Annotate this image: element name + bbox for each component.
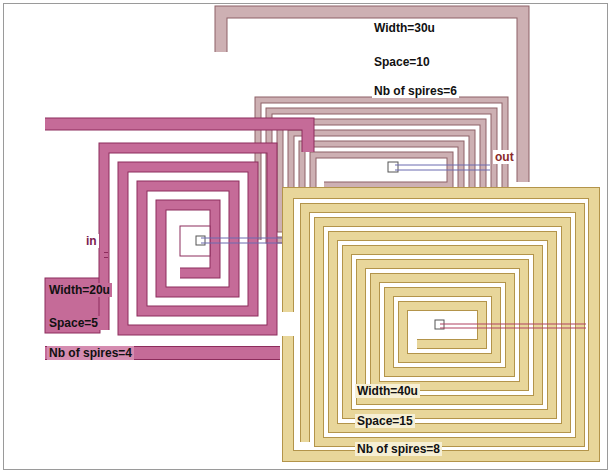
spiral-trace-edge bbox=[104, 148, 272, 330]
dimension-label: Nb of spires=8 bbox=[355, 442, 442, 456]
dimension-label: Width=40u bbox=[355, 384, 420, 398]
spiral-trace bbox=[305, 208, 580, 442]
output-wire bbox=[395, 165, 490, 170]
dimension-label: Space=15 bbox=[355, 414, 415, 428]
input-wire bbox=[201, 238, 282, 243]
output-wire bbox=[440, 324, 586, 328]
spiral-trace bbox=[104, 148, 272, 330]
port-name: out bbox=[493, 150, 516, 164]
inductor-20u bbox=[45, 124, 308, 353]
inductor-40u bbox=[282, 187, 600, 462]
ground-ring-edge bbox=[45, 346, 280, 360]
dimension-label: Nb of spires=6 bbox=[372, 84, 459, 98]
spiral-trace-edge bbox=[305, 208, 580, 442]
input-stub-edge bbox=[104, 252, 108, 258]
ground-ring bbox=[288, 193, 594, 456]
dimension-label: Nb of spires=4 bbox=[47, 346, 134, 360]
dimension-label: Width=30u bbox=[372, 21, 437, 35]
dimension-label: Width=20u bbox=[47, 283, 112, 297]
via bbox=[196, 236, 205, 245]
ground-ring bbox=[45, 347, 280, 359]
input-stub bbox=[104, 253, 108, 257]
figure-frame bbox=[4, 4, 608, 470]
dimension-label: Space=10 bbox=[372, 55, 432, 69]
ground-background bbox=[282, 187, 600, 462]
dimension-label: Space=5 bbox=[47, 316, 100, 330]
center-opening bbox=[180, 226, 210, 256]
ground-ring-edge bbox=[288, 193, 594, 456]
port-name: in bbox=[84, 234, 99, 248]
